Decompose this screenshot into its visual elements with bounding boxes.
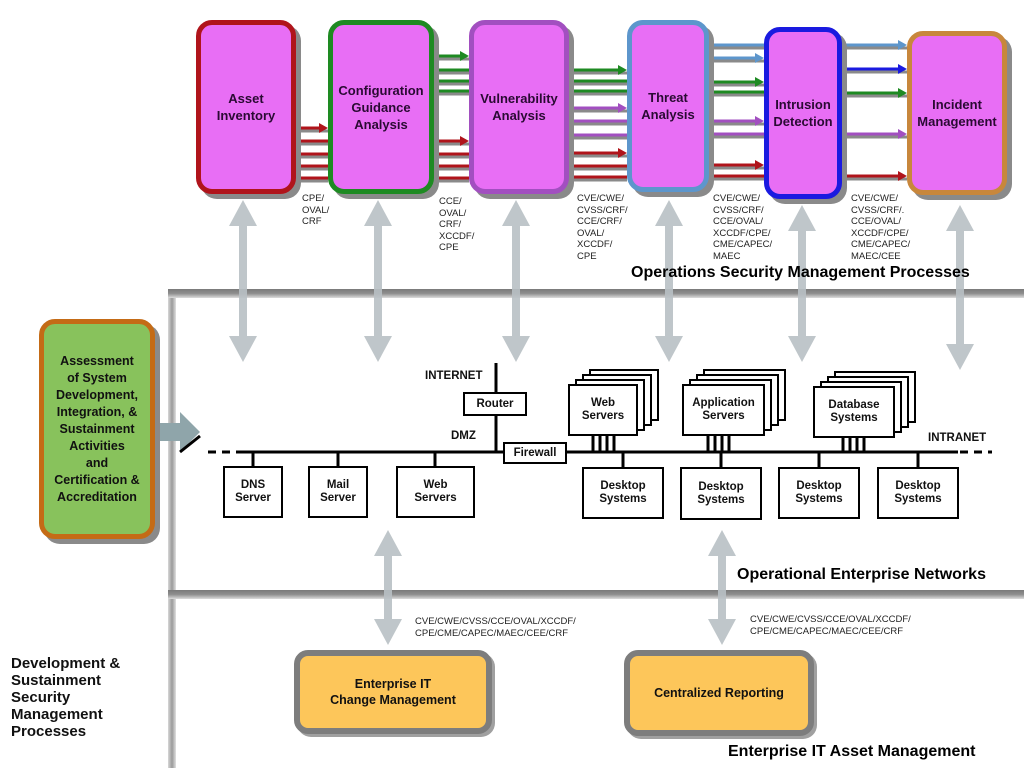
flow-arrowhead bbox=[898, 40, 907, 50]
dmz-label: DMZ bbox=[451, 430, 476, 442]
process-incident-management[interactable]: Incident Management bbox=[907, 31, 1007, 195]
process-label: Vulnerability Analysis bbox=[480, 91, 558, 123]
desktop-systems-4[interactable]: Desktop Systems bbox=[877, 467, 959, 519]
process-label: Asset Inventory bbox=[216, 91, 276, 123]
dmz-node-mail-server[interactable]: Mail Server bbox=[308, 466, 368, 518]
flow-arrowhead bbox=[618, 103, 627, 113]
section-divider-vertical bbox=[168, 290, 176, 768]
centralized-reporting-box[interactable]: Centralized Reporting bbox=[624, 650, 814, 736]
dmz-node-web-servers[interactable]: Web Servers bbox=[396, 466, 475, 518]
section-title-operations: Operations Security Management Processes bbox=[631, 264, 970, 281]
section-title-asset-management: Enterprise IT Asset Management bbox=[728, 743, 976, 760]
router-node[interactable]: Router bbox=[463, 392, 527, 416]
flow-arrowhead bbox=[755, 77, 764, 87]
process-intrusion-detection[interactable]: Intrusion Detection bbox=[764, 27, 842, 199]
server-stack-label: Database Systems bbox=[813, 386, 895, 438]
section-divider-top bbox=[168, 289, 1024, 298]
desktop-systems-3[interactable]: Desktop Systems bbox=[778, 467, 860, 519]
flow-codes-threat-to-intrusion: CVE/CWE/ CVSS/CRF/ CCE/OVAL/ XCCDF/CPE/ … bbox=[713, 193, 773, 262]
flow-arrowhead bbox=[319, 123, 328, 133]
flow-arrowhead bbox=[460, 136, 469, 146]
double-arrow bbox=[788, 205, 816, 362]
process-label: Intrusion Detection bbox=[773, 97, 833, 129]
assessment-label: Assessment of System Development, Integr… bbox=[54, 353, 140, 504]
process-label: Threat Analysis bbox=[641, 90, 695, 122]
double-arrow bbox=[708, 530, 736, 645]
box-label: Enterprise IT Change Management bbox=[330, 677, 456, 707]
flow-codes-config-to-vuln: CCE/ OVAL/ CRF/ XCCDF/ CPE bbox=[439, 196, 475, 253]
flow-arrowhead bbox=[755, 116, 764, 126]
flow-arrowhead bbox=[898, 88, 907, 98]
section-title-development: Development & Sustainment Security Manag… bbox=[11, 655, 121, 740]
server-stack-web[interactable]: Web Servers bbox=[568, 369, 660, 439]
process-label: Configuration Guidance Analysis bbox=[338, 82, 424, 132]
flow-arrowhead bbox=[618, 65, 627, 75]
intranet-label: INTRANET bbox=[928, 432, 987, 444]
flow-codes-intrusion-to-incident: CVE/CWE/ CVSS/CRF/. CCE/OVAL/ XCCDF/CPE/… bbox=[851, 193, 911, 262]
flow-arrowhead bbox=[898, 171, 907, 181]
flow-arrowhead bbox=[618, 148, 627, 158]
desktop-systems-1[interactable]: Desktop Systems bbox=[582, 467, 664, 519]
assessment-arrow-edge bbox=[179, 434, 201, 454]
double-arrow bbox=[374, 530, 402, 645]
double-arrow bbox=[229, 200, 257, 362]
enterprise-it-change-management-box[interactable]: Enterprise IT Change Management bbox=[294, 650, 492, 734]
process-configuration-guidance-analysis[interactable]: Configuration Guidance Analysis bbox=[328, 20, 434, 194]
flow-arrowhead bbox=[898, 64, 907, 74]
flow-arrowhead bbox=[755, 160, 764, 170]
double-arrow bbox=[502, 200, 530, 362]
flow-arrowhead bbox=[755, 53, 764, 63]
assessment-arrow bbox=[160, 412, 200, 452]
internet-label: INTERNET bbox=[425, 370, 483, 382]
server-stack-application[interactable]: Application Servers bbox=[682, 369, 790, 439]
flow-arrowhead bbox=[898, 129, 907, 139]
section-title-networks: Operational Enterprise Networks bbox=[737, 566, 986, 583]
server-stack-label: Web Servers bbox=[568, 384, 638, 436]
asset-codes-centralized-reporting: CVE/CWE/CVSS/CCE/OVAL/XCCDF/ CPE/CME/CAP… bbox=[750, 614, 911, 637]
asset-codes-change-management: CVE/CWE/CVSS/CCE/OVAL/XCCDF/ CPE/CME/CAP… bbox=[415, 616, 576, 639]
double-arrow bbox=[946, 205, 974, 370]
server-stack-label: Application Servers bbox=[682, 384, 765, 436]
process-asset-inventory[interactable]: Asset Inventory bbox=[196, 20, 296, 194]
flow-codes-asset-to-config: CPE/ OVAL/ CRF bbox=[302, 193, 330, 227]
double-arrow bbox=[364, 200, 392, 362]
box-label: Centralized Reporting bbox=[654, 686, 784, 700]
assessment-box[interactable]: Assessment of System Development, Integr… bbox=[39, 319, 155, 539]
section-divider-middle bbox=[168, 590, 1024, 599]
process-label: Incident Management bbox=[917, 97, 997, 129]
process-threat-analysis[interactable]: Threat Analysis bbox=[627, 20, 709, 192]
server-stack-database[interactable]: Database Systems bbox=[813, 371, 919, 441]
flow-codes-vuln-to-threat: CVE/CWE/ CVSS/CRF/ CCE/CRF/ OVAL/ XCCDF/… bbox=[577, 193, 628, 262]
double-arrow bbox=[655, 200, 683, 362]
dmz-node-dns-server[interactable]: DNS Server bbox=[223, 466, 283, 518]
process-vulnerability-analysis[interactable]: Vulnerability Analysis bbox=[469, 20, 569, 194]
firewall-node[interactable]: Firewall bbox=[503, 442, 567, 464]
flow-arrowhead bbox=[460, 51, 469, 61]
desktop-systems-2[interactable]: Desktop Systems bbox=[680, 467, 762, 520]
